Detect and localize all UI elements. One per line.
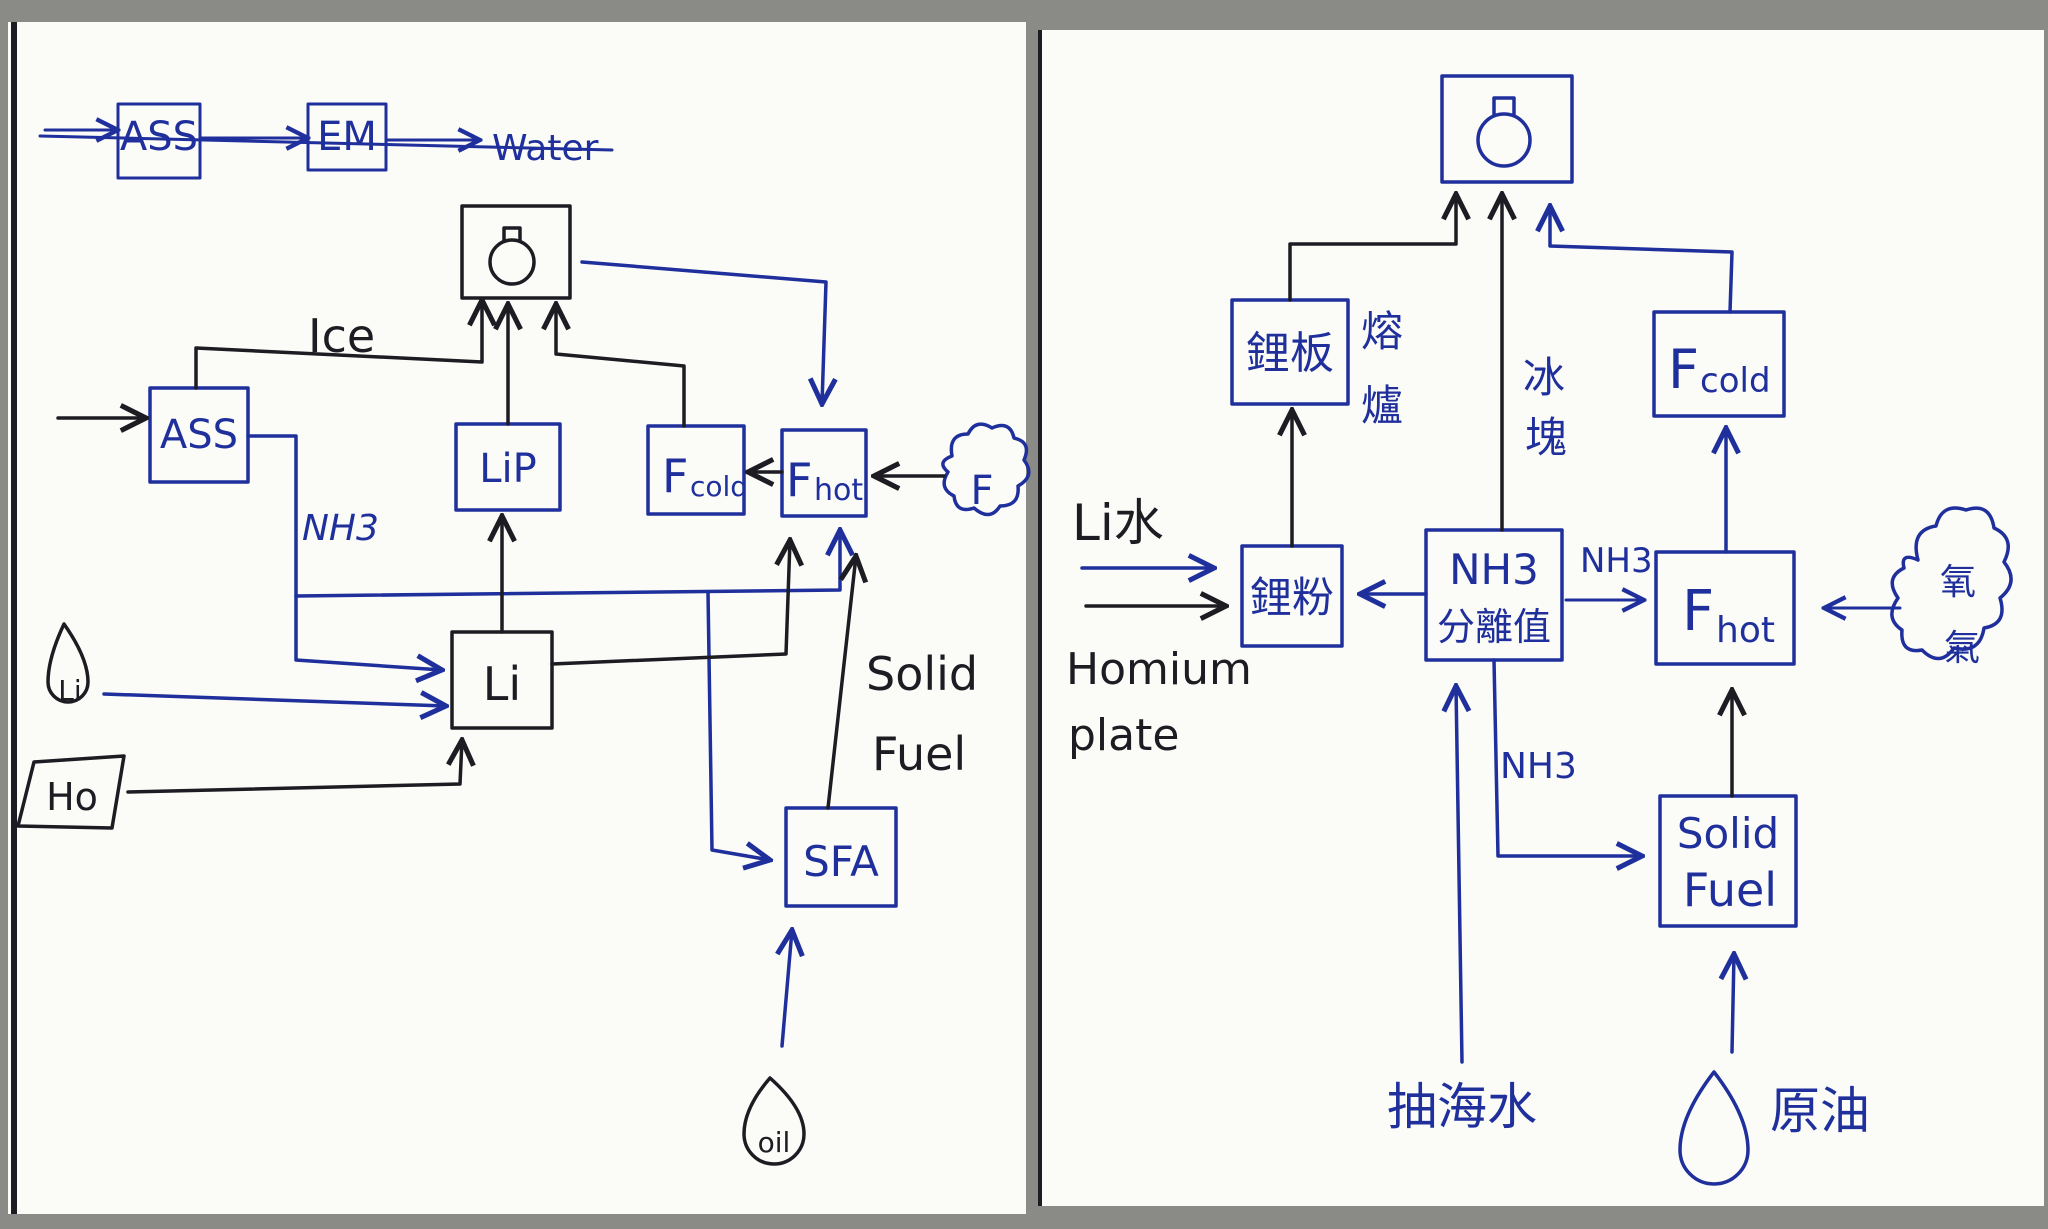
melt-char-2: 爐: [1361, 381, 1403, 430]
left-furnace-box: [460, 204, 572, 300]
right-page: 鋰板 熔 爐 鋰粉 Li水 Homium plate NH3 分離值 冰 塊 N…: [1066, 74, 2013, 1186]
seawater-to-separator-arrow: [1456, 686, 1462, 1064]
ass-label: ASS: [160, 412, 238, 458]
sfa-box: [784, 806, 898, 908]
li-plate-to-furnace-arrow: [1288, 194, 1456, 302]
solid-label: Solid: [866, 647, 978, 701]
oxygen-char-1: 氧: [1940, 562, 1976, 603]
li-drop-to-li-arrow: [102, 694, 446, 706]
right-nh3-arrow-label: NH3: [1580, 541, 1653, 581]
nh3-separator-top: NH3: [1449, 545, 1539, 594]
nh3-to-sfa-arrow: [706, 590, 770, 860]
crude-oil-drop-icon: [1678, 1070, 1750, 1186]
fcold-to-furnace-arrow-right: [1550, 206, 1734, 314]
li-powder-label: 鋰粉: [1250, 573, 1334, 622]
right-fhot-sub: hot: [1716, 610, 1775, 651]
crossed-em-text: EM: [317, 114, 377, 160]
right-fcold-main: F: [1668, 338, 1699, 401]
crude-to-solid-fuel-arrow: [1732, 954, 1734, 1054]
ice-char-2: 塊: [1525, 413, 1567, 462]
right-fcold-box: [1652, 310, 1786, 418]
right-fuel-label: Fuel: [1683, 863, 1777, 917]
li-water-label: Li水: [1072, 494, 1164, 552]
left-fcold-box: [646, 424, 746, 516]
furnace-to-fhot-arrow: [580, 260, 826, 404]
crossed-ass-text: ASS: [120, 114, 198, 160]
crossed-out-row: [38, 102, 614, 180]
crossed-water-text: Water: [492, 128, 599, 169]
left-page: ASS EM Water ASS Ice LiP F cold F hot: [16, 102, 1031, 1166]
crossed-em-box: [306, 102, 388, 172]
left-fcold-sub: cold: [690, 470, 748, 503]
fcold-to-furnace-arrow: [556, 304, 686, 428]
ice-char-1: 冰: [1523, 353, 1565, 402]
left-li-drop-icon: [46, 622, 90, 704]
fuel-label: Fuel: [872, 727, 966, 781]
right-furnace-flask-icon: [1476, 112, 1532, 168]
li-plate-label: 鋰板: [1246, 328, 1334, 379]
left-paper-sheet: [8, 22, 1026, 1214]
right-fcold-sub: cold: [1700, 361, 1771, 401]
homium-label: Homium: [1066, 644, 1252, 695]
li-to-fhot-arrow: [550, 540, 790, 666]
right-solid-fuel-box: [1658, 794, 1798, 928]
right-nh3-down-label: NH3: [1500, 746, 1577, 787]
left-li-label: Li: [483, 657, 521, 711]
nh3-to-li-arrow: [294, 594, 442, 670]
right-solid-label: Solid: [1677, 809, 1779, 858]
oil-to-sfa-arrow: [782, 930, 792, 1048]
crude-oil-label: 原油: [1770, 1082, 1870, 1140]
ice-label: Ice: [308, 309, 375, 363]
oil-drop-icon: [742, 1076, 806, 1166]
sfa-label: SFA: [803, 837, 879, 886]
ho-label: Ho: [46, 775, 98, 819]
left-fcold-main: F: [662, 449, 688, 503]
plate-label: plate: [1068, 710, 1179, 761]
left-nh3-label: NH3: [302, 508, 379, 549]
lip-label: LiP: [479, 446, 537, 492]
nh3-separator-bottom: 分離值: [1437, 605, 1551, 649]
right-fhot-main: F: [1682, 579, 1714, 644]
oxygen-char-2: 氣: [1944, 628, 1980, 669]
ho-to-li-arrow: [126, 740, 462, 794]
sfa-to-fhot-arrow: [826, 556, 856, 810]
separator-to-solid-fuel-arrow: [1492, 658, 1642, 856]
seawater-label: 抽海水: [1387, 1078, 1537, 1136]
right-furnace-box: [1440, 74, 1574, 184]
ho-input-box: [16, 754, 126, 830]
ice-arrow: [194, 300, 482, 390]
left-fhot-sub: hot: [814, 473, 863, 508]
left-fhot-main: F: [786, 453, 812, 507]
left-f-cloud: [941, 422, 1031, 517]
melt-char-1: 熔: [1361, 307, 1403, 356]
furnace-flask-icon: [488, 238, 536, 286]
left-f-cloud-label: F: [970, 468, 993, 514]
oil-drop-label: oil: [758, 1126, 791, 1159]
oxygen-cloud: [1890, 506, 2013, 661]
left-li-drop-label: Li: [58, 674, 81, 707]
